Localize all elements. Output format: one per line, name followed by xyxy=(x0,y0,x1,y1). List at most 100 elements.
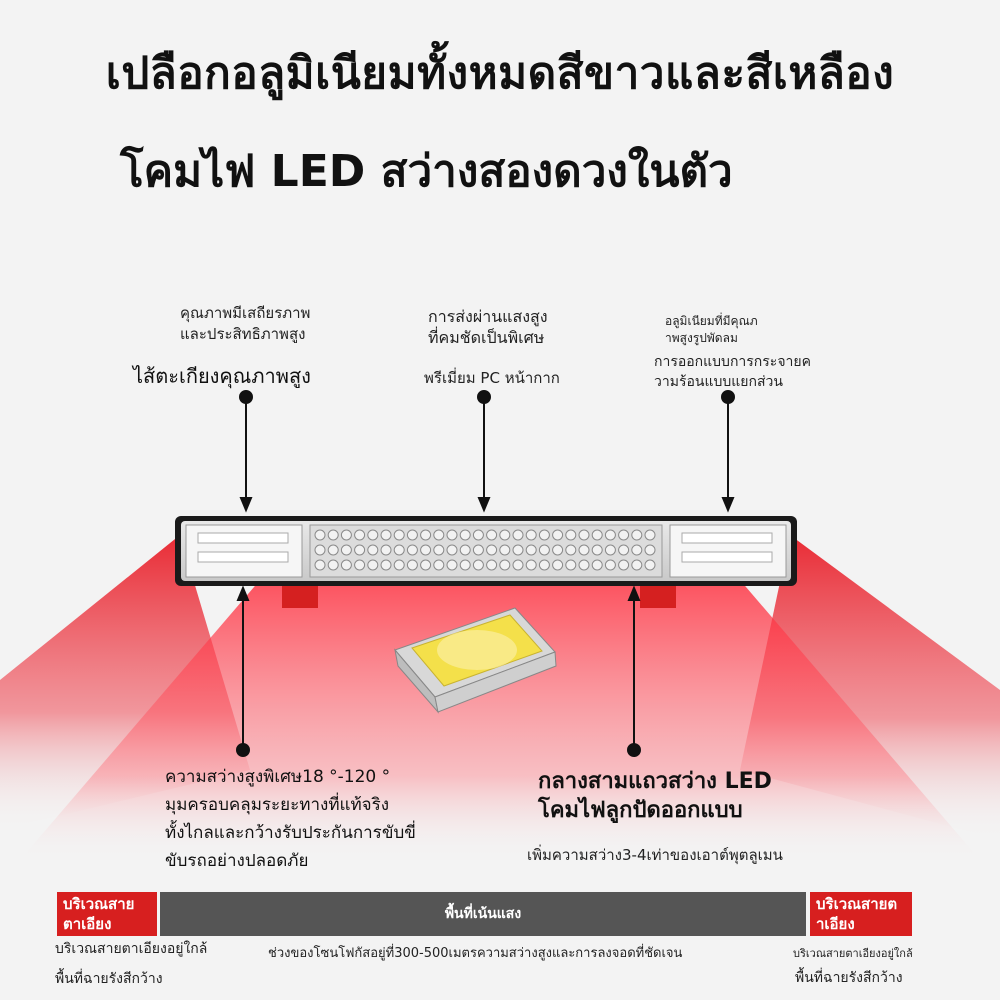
led-bead xyxy=(459,559,471,571)
callout-right-main2: วามร้อนแบบแยกส่วน xyxy=(654,374,783,390)
led-bead xyxy=(380,559,392,571)
led-bead xyxy=(512,544,524,556)
led-bead xyxy=(591,559,603,571)
led-bead xyxy=(525,544,537,556)
callout-center-sub1: การส่งผ่านแสงสูง xyxy=(428,307,548,326)
led-bead xyxy=(578,559,590,571)
led-bead xyxy=(314,529,326,541)
led-bead xyxy=(446,559,458,571)
zone-left-label: บริเวณสาย ตาเอียง xyxy=(57,892,157,936)
led-bead xyxy=(565,559,577,571)
callout-left-sub1: คุณภาพมีเสถียรภาพ xyxy=(180,304,311,322)
center-beam xyxy=(20,580,980,860)
led-bead xyxy=(340,559,352,571)
led-bead xyxy=(552,529,564,541)
led-bead xyxy=(538,544,550,556)
led-bead xyxy=(314,559,326,571)
led-bead xyxy=(354,529,366,541)
led-light-bar xyxy=(175,516,797,608)
zone-right-label: บริเวณสายต าเอียง xyxy=(810,892,912,936)
zone-right-desc1: บริเวณสายตาเอียงอยู่ใกล้ xyxy=(793,947,913,960)
callout-bottom-right-line2: โคมไฟลูกปัดออกแบบ xyxy=(538,798,743,823)
led-bead xyxy=(565,544,577,556)
led-bead xyxy=(472,529,484,541)
headline-line2: โคมไฟ LED สว่างสองดวงในตัว xyxy=(120,146,733,197)
led-bead xyxy=(459,529,471,541)
callout-right-sub2: าพสูงรูปพัดลม xyxy=(665,331,738,345)
callout-bottom-left-line3: ทั้งไกลและกว้างรับประกันการขับขี่ xyxy=(165,823,416,843)
led-bead xyxy=(644,529,656,541)
led-bead xyxy=(552,559,564,571)
led-bead xyxy=(420,529,432,541)
led-bead xyxy=(420,559,432,571)
led-bead xyxy=(420,544,432,556)
led-bead xyxy=(512,529,524,541)
led-bead xyxy=(406,559,418,571)
callout-left-main: ไส้ตะเกียงคุณภาพสูง xyxy=(133,364,311,388)
led-bead xyxy=(591,544,603,556)
led-bead xyxy=(578,544,590,556)
led-bead xyxy=(433,529,445,541)
led-bead xyxy=(380,544,392,556)
led-bead xyxy=(552,544,564,556)
led-bead xyxy=(525,559,537,571)
led-bead xyxy=(565,529,577,541)
led-bead xyxy=(393,544,405,556)
led-bead xyxy=(393,559,405,571)
led-bead xyxy=(446,544,458,556)
led-bead xyxy=(406,544,418,556)
led-bead xyxy=(314,544,326,556)
led-bead xyxy=(618,529,630,541)
led-bead xyxy=(499,544,511,556)
led-bead xyxy=(327,544,339,556)
led-bead xyxy=(367,544,379,556)
zone-left-desc1: บริเวณสายตาเอียงอยู่ใกล้ xyxy=(55,941,208,957)
led-chip-closeup xyxy=(394,607,557,714)
zone-center-desc: ช่วงของโซนโฟกัสอยู่ที่300-500เมตรความสว่… xyxy=(268,946,683,961)
led-bead xyxy=(486,529,498,541)
led-bead xyxy=(433,559,445,571)
led-bead xyxy=(367,529,379,541)
led-bead xyxy=(340,529,352,541)
callout-right-main1: การออกแบบการกระจายค xyxy=(654,354,811,370)
led-bead xyxy=(525,529,537,541)
led-bead xyxy=(380,529,392,541)
led-bead xyxy=(499,559,511,571)
led-bead xyxy=(538,559,550,571)
led-bead xyxy=(499,529,511,541)
led-bead xyxy=(631,559,643,571)
led-bead xyxy=(578,529,590,541)
led-bead xyxy=(354,559,366,571)
led-bead xyxy=(327,529,339,541)
callout-right-sub1: อลูมิเนียมที่มีคุณภ xyxy=(665,314,758,328)
zone-center-label: พื้นที่เน้นแสง xyxy=(160,892,806,936)
led-bead xyxy=(604,559,616,571)
callout-bottom-left-line4: ขับรถอย่างปลอดภัย xyxy=(165,851,309,871)
zone-right-desc2: พื้นที่ฉายรังสีกว้าง xyxy=(795,970,903,986)
callout-bottom-right-line3: เพิ่มความสว่าง3-4เท่าของเอาต์พุตลูเมน xyxy=(527,846,783,864)
led-bead xyxy=(486,559,498,571)
led-bead xyxy=(354,544,366,556)
led-bead xyxy=(618,544,630,556)
led-bead xyxy=(604,544,616,556)
led-bead xyxy=(459,544,471,556)
led-bead xyxy=(631,544,643,556)
led-bead xyxy=(446,529,458,541)
callout-center-sub2: ที่คมชัดเป็นพิเศษ xyxy=(428,328,545,347)
led-bead xyxy=(618,559,630,571)
headline-line1: เปลือกอลูมิเนียมทั้งหมดสีขาวและสีเหลือง xyxy=(105,48,895,99)
callout-center-main: พรีเมี่ยม PC หน้ากาก xyxy=(424,369,560,387)
led-bead xyxy=(340,544,352,556)
led-bead xyxy=(538,529,550,541)
led-bead xyxy=(367,559,379,571)
led-bead xyxy=(433,544,445,556)
led-bead xyxy=(591,529,603,541)
led-bead xyxy=(486,544,498,556)
led-bead xyxy=(393,529,405,541)
led-bead xyxy=(644,544,656,556)
callout-bottom-left-line1: ความสว่างสูงพิเศษ18 °-120 ° xyxy=(165,767,391,787)
led-bead xyxy=(406,529,418,541)
led-bead xyxy=(604,529,616,541)
led-bead xyxy=(327,559,339,571)
